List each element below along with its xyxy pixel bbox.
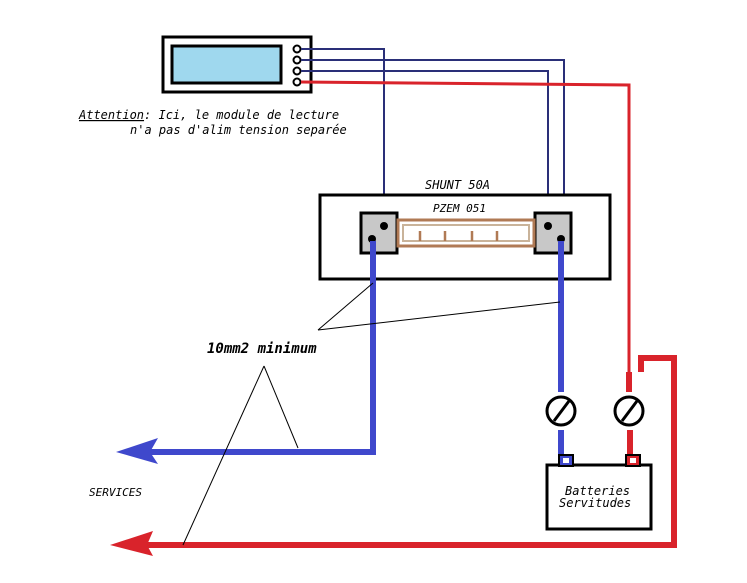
signal-wire-1 (301, 48, 385, 226)
display-screen (170, 44, 283, 85)
attention-text: : Ici, le module de lecture (144, 108, 339, 122)
display-terminals (292, 44, 302, 87)
shunt-right-block (533, 211, 573, 255)
shunt-left-block (359, 211, 399, 255)
battery-label-line2: Servitudes (559, 496, 631, 510)
services-negative-arrow (116, 438, 158, 464)
battery: Batteries Servitudes (545, 454, 653, 531)
positive-cables (125, 355, 677, 548)
signal-wires (300, 48, 631, 372)
services-positive-cable (125, 355, 677, 548)
attention-note-line2: n'a pas d'alim tension separée (130, 123, 347, 137)
annotation-leaders (182, 282, 561, 546)
services-negative-cable (128, 241, 376, 455)
battery-label-line1: Batteries (565, 484, 630, 498)
negative-cables (128, 241, 564, 456)
signal-wire-2 (301, 59, 565, 238)
shunt-module-label: PZEM 051 (433, 202, 486, 215)
attention-title: Attention (78, 108, 144, 122)
services-label: SERVICES (89, 486, 142, 499)
display-module (161, 35, 313, 94)
cable-size-note: 10mm2 minimum (207, 341, 317, 357)
signal-wire-3 (301, 70, 549, 226)
signal-wire-4 (300, 80, 631, 372)
attention-note-line1: Attention: Ici, le module de lecture (78, 108, 339, 122)
services-positive-arrow (110, 531, 153, 556)
fuse-positive (613, 395, 645, 427)
fuse-negative (545, 395, 577, 427)
shunt: SHUNT 50A PZEM 051 (318, 178, 612, 281)
shunt-title: SHUNT 50A (425, 178, 490, 192)
